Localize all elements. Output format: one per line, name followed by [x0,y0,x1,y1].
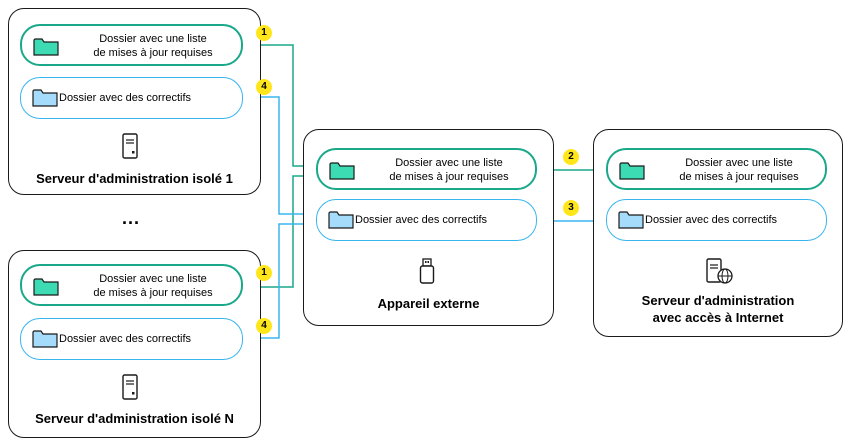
label-line-2: de mises à jour requises [679,171,799,183]
internet-patch-folder-label: Dossier avec des correctifs [645,214,778,226]
label-line-1: Dossier avec une liste [99,33,207,45]
title-line-2: avec accès à Internet [652,310,784,325]
internet-list-folder-label: Dossier avec une liste de mises à jour r… [654,156,824,184]
folder-icon [32,330,58,348]
serverN-list-folder-label: Dossier avec une liste de mises à jour r… [68,272,238,300]
flow-patch-external-to-serverN [246,223,316,342]
folder-icon [329,162,355,180]
label-line-1: Dossier avec une liste [685,157,793,169]
folder-icon [33,38,59,56]
folder-icon [328,211,354,229]
server1-patch-folder[interactable]: Dossier avec des correctifs [20,77,243,119]
serverN-title: Serveur d'administration isolé N [35,411,234,426]
label-line-1: Dossier avec une liste [99,273,207,285]
label-line-2: de mises à jour requises [93,287,213,299]
external-patch-folder-label: Dossier avec des correctifs [355,214,488,226]
step-badge-3: 3 [563,200,579,216]
step-badge-2: 2 [563,149,579,165]
label-line-2: de mises à jour requises [93,47,213,59]
serverN-patch-folder-label: Dossier avec des correctifs [59,333,192,345]
flow-patch-external-to-server1 [246,93,316,215]
external-device-title: Appareil externe [377,296,480,311]
external-list-folder[interactable]: Dossier avec une liste de mises à jour r… [316,148,537,190]
internet-patch-folder[interactable]: Dossier avec des correctifs [606,199,827,241]
internet-list-folder[interactable]: Dossier avec une liste de mises à jour r… [606,148,827,190]
folder-icon [33,278,59,296]
step-badge-1: 1 [256,265,272,281]
server1-title: Serveur d'administration isolé 1 [36,171,233,186]
step-badge-1: 1 [256,25,272,41]
title-line-1: Serveur d'administration [641,293,795,308]
serverN-patch-folder[interactable]: Dossier avec des correctifs [20,318,243,360]
server1-list-folder[interactable]: Dossier avec une liste de mises à jour r… [20,24,243,66]
external-patch-folder[interactable]: Dossier avec des correctifs [316,199,537,241]
label-line-2: de mises à jour requises [389,171,509,183]
server-globe-icon [706,258,733,284]
server1-list-folder-label: Dossier avec une liste de mises à jour r… [68,32,238,60]
folder-icon [619,162,645,180]
more-servers-ellipsis: ... [122,208,141,228]
external-list-folder-label: Dossier avec une liste de mises à jour r… [364,156,534,184]
usb-drive-icon [419,258,435,284]
label-line-1: Dossier avec une liste [395,157,503,169]
folder-icon [32,89,58,107]
server-icon [122,133,138,159]
folder-icon [618,211,644,229]
internet-server-title: Serveur d'administration avec accès à In… [593,292,843,326]
step-badge-4: 4 [256,79,272,95]
server1-patch-folder-label: Dossier avec des correctifs [59,92,192,104]
serverN-list-folder[interactable]: Dossier avec une liste de mises à jour r… [20,264,243,306]
server-icon [122,374,138,400]
step-badge-4: 4 [256,318,272,334]
